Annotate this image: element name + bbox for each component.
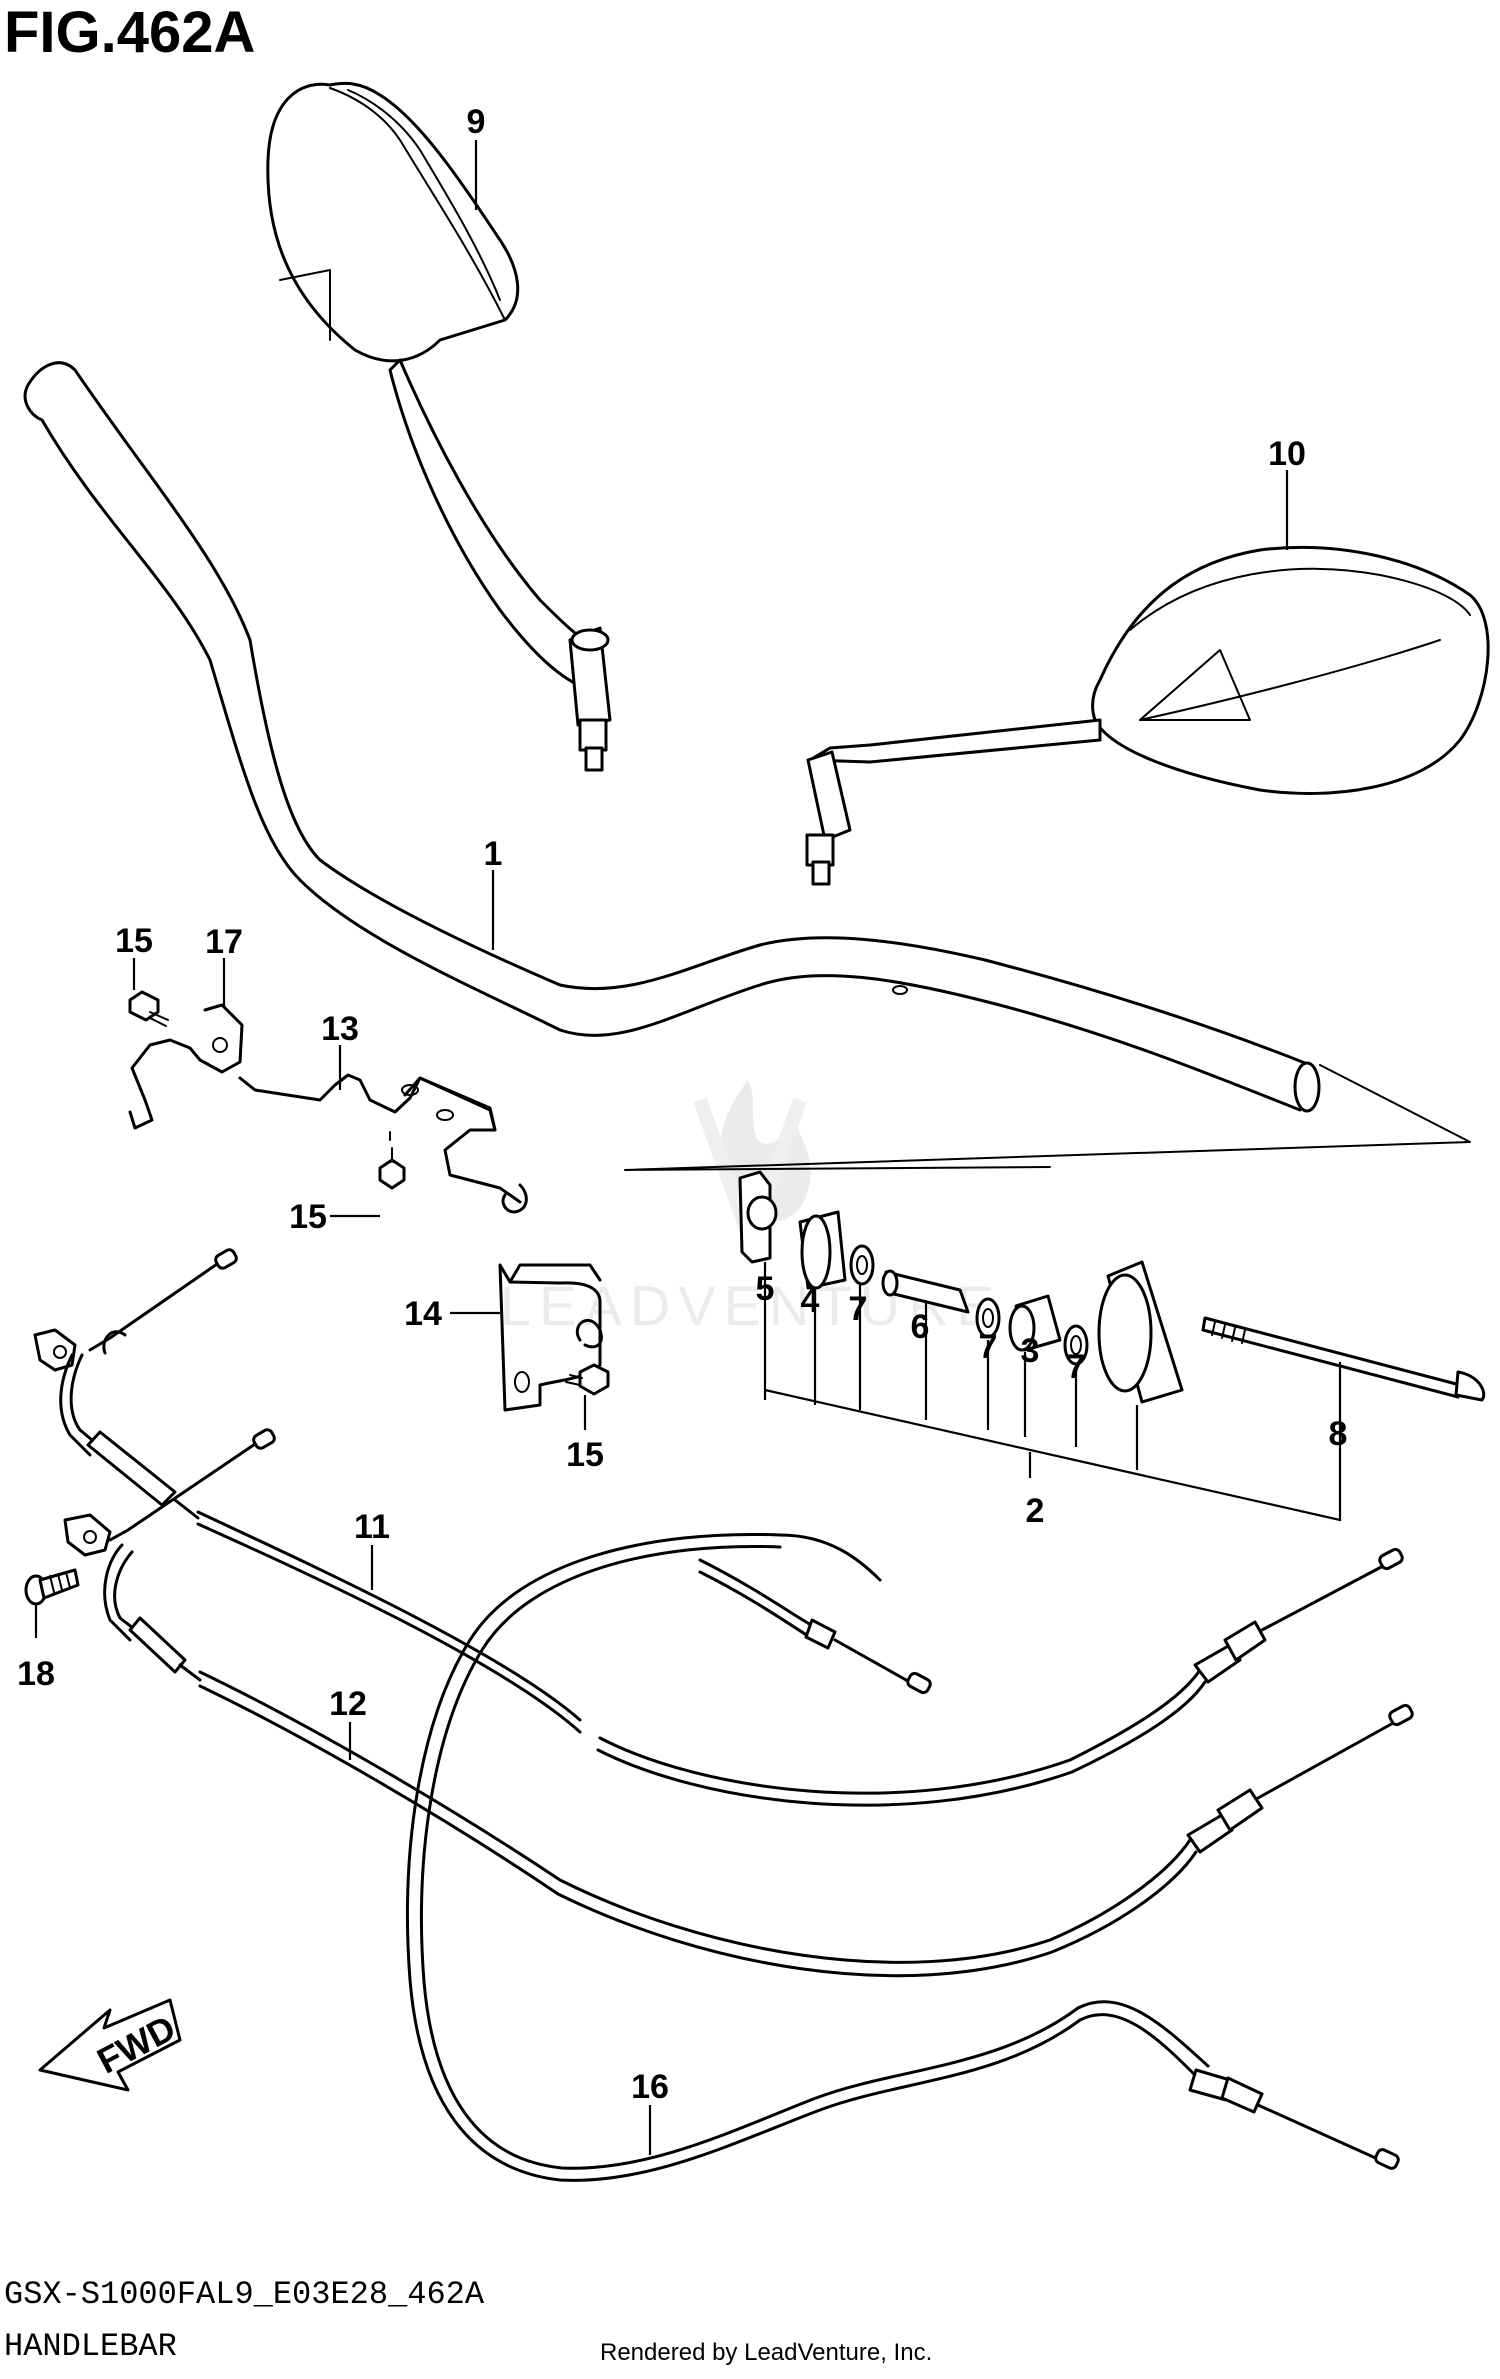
callout-11: 11 xyxy=(354,1508,390,1546)
callout-7: 7 xyxy=(1067,1348,1086,1386)
callout-7: 7 xyxy=(979,1328,998,1366)
callout-4: 4 xyxy=(801,1282,820,1320)
callout-15: 15 xyxy=(566,1436,604,1474)
callout-6: 6 xyxy=(911,1308,930,1346)
callout-15: 15 xyxy=(115,922,153,960)
throttle-cable-11 xyxy=(33,1248,1404,1807)
wire-guide xyxy=(238,1073,528,1214)
callout-2: 2 xyxy=(1026,1492,1045,1530)
render-credit: Rendered by LeadVenture, Inc. xyxy=(600,2339,932,2366)
cable-guide xyxy=(498,1263,603,1412)
callout-9: 9 xyxy=(467,103,486,141)
bolt-lower xyxy=(565,1363,610,1396)
callout-10: 10 xyxy=(1268,435,1306,473)
callout-13: 13 xyxy=(321,1010,359,1048)
callout-18: 18 xyxy=(17,1655,55,1693)
throttle-cable-12 xyxy=(63,1428,1414,1978)
mirror-right xyxy=(805,545,1490,886)
section-name: HANDLEBAR xyxy=(4,2328,177,2365)
callout-5: 5 xyxy=(756,1270,775,1308)
callouts: 1 2 3 4 5 6 7 7 7 8 9 10 11 12 13 14 xyxy=(17,103,1347,2155)
handlebar xyxy=(23,361,1321,1113)
throttle-cable-11-end xyxy=(698,1558,932,1695)
figure-title: FIG.462A xyxy=(4,0,255,65)
forward-direction-arrow: FWD xyxy=(38,1998,182,2092)
callout-15: 15 xyxy=(289,1198,327,1236)
mirror-left xyxy=(266,81,612,772)
callout-leaders-group-2 xyxy=(763,1262,1342,1522)
callout-12: 12 xyxy=(329,1685,367,1723)
bolt-middle xyxy=(378,1131,406,1190)
callout-1: 1 xyxy=(484,835,503,873)
bolt-upper xyxy=(128,990,169,1027)
bar-end-balancer xyxy=(738,1170,1486,1404)
callout-17: 17 xyxy=(205,923,243,961)
callout-3: 3 xyxy=(1021,1332,1040,1370)
callout-7: 7 xyxy=(849,1290,868,1328)
screw-18 xyxy=(24,1568,80,1606)
clutch-cable-16 xyxy=(406,1533,1400,2182)
callout-16: 16 xyxy=(631,2068,669,2106)
callout-14: 14 xyxy=(404,1295,442,1333)
model-code: GSX-S1000FAL9_E03E28_462A xyxy=(4,2276,485,2313)
projection-line xyxy=(624,1064,1471,1171)
cable-clamp xyxy=(128,1003,244,1130)
callout-8: 8 xyxy=(1329,1415,1348,1453)
